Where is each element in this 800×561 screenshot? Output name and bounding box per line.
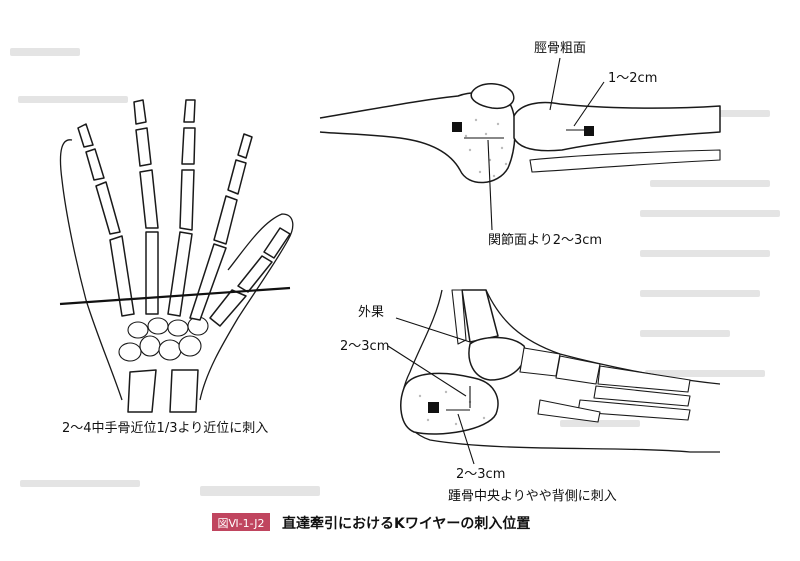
figure-title: 直達牽引におけるKワイヤーの刺入位置 (282, 515, 530, 532)
foot-illustration (388, 290, 720, 464)
metatarsal-bones (520, 348, 690, 422)
tibial-tuberosity-label: 脛骨粗面 (534, 41, 586, 56)
calcaneus-bone (401, 373, 498, 434)
ring-finger-phalanges (180, 100, 195, 230)
talus-bone (469, 338, 525, 381)
tuberosity-leader (550, 58, 560, 110)
lateral-malleolus-label: 外果 (358, 305, 384, 320)
tibia-distance-label: 1〜2cm (608, 71, 657, 86)
femur-distance-label: 関節面より2〜3cm (488, 233, 602, 248)
hand-illustration (60, 100, 293, 412)
metacarpal-bones (110, 232, 246, 326)
index-finger-phalanges (78, 124, 120, 234)
calcaneus-horizontal-label: 2〜3cm (456, 467, 505, 482)
tibia-insertion-marker (584, 126, 594, 136)
distal-tibia-bone (462, 290, 498, 342)
hand-insertion-label: 2〜4中手骨近位1/3より近位に刺入 (62, 421, 268, 436)
tibia-bone (514, 103, 720, 151)
carpal-bones (119, 317, 208, 361)
knee-illustration (320, 58, 720, 230)
thumb-phalanges (238, 228, 290, 292)
radius-bone (170, 370, 198, 412)
femur-insertion-marker (452, 122, 462, 132)
figure-id-text: 図Ⅵ-1-J2 (218, 517, 265, 530)
figure-caption: 図Ⅵ-1-J2 直達牽引におけるKワイヤーの刺入位置 (212, 513, 530, 532)
ulna-bone (128, 370, 156, 412)
calcaneus-site-label: 踵骨中央よりやや背側に刺入 (448, 489, 617, 504)
middle-finger-phalanges (134, 100, 158, 228)
little-finger-phalanges (214, 134, 252, 244)
fibula-bone (530, 150, 720, 172)
calcaneus-insertion-marker (428, 402, 439, 413)
calcaneus-vertical-label: 2〜3cm (340, 339, 389, 354)
